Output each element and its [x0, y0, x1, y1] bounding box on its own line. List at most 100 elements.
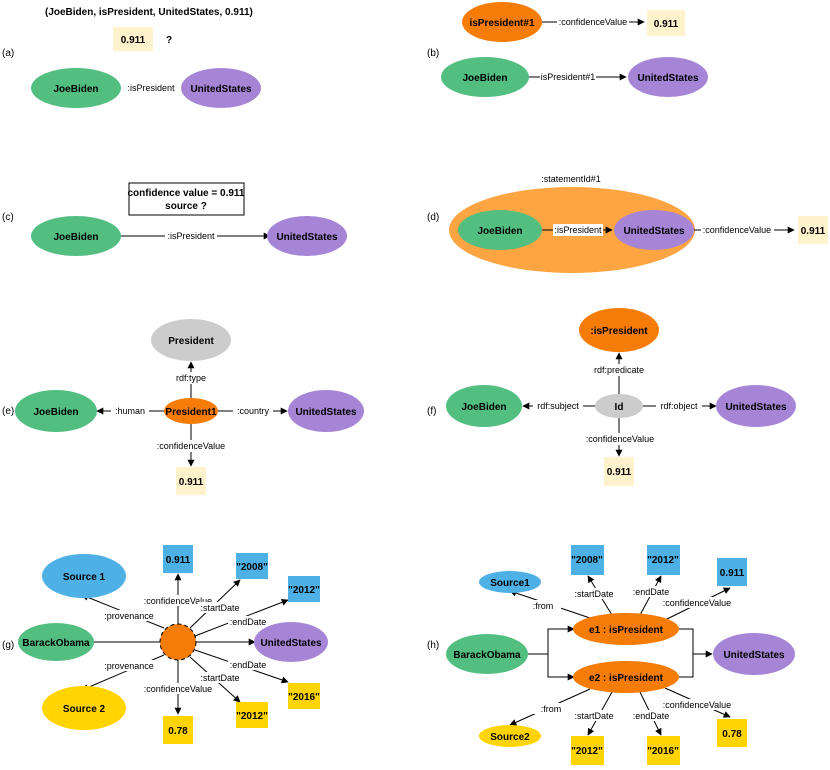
h-node-source1 [479, 571, 541, 593]
g-value1-box [163, 545, 193, 573]
g-enddate-label-1: :endDate [230, 617, 267, 627]
a-node-joebiden-label: JoeBiden [53, 84, 98, 95]
e-human-label: :human [115, 406, 145, 416]
h-from-label-2: :from [541, 704, 562, 714]
h-enddate-label-2: :endDate [633, 711, 670, 721]
panel-b: (b) :confidenceValue isPresident#1 0.911… [427, 2, 708, 97]
h-value2-text: 0.78 [722, 729, 742, 740]
e-node-president1-label: President1 [165, 407, 217, 418]
e-node-joebiden-label: JoeBiden [33, 407, 78, 418]
panel-label-g: (g) [2, 640, 14, 651]
g-confidence-label-2: :confidenceValue [144, 684, 212, 694]
f-node-unitedstates [716, 385, 796, 427]
h-node-e1 [573, 613, 679, 645]
panel-a: (a) (JoeBiden, isPresident, UnitedStates… [2, 7, 261, 108]
b-value-text: 0.911 [654, 19, 679, 30]
h-node-e2 [573, 661, 679, 693]
f-node-ispresident-label: :isPresident [590, 326, 648, 337]
a-node-unitedstates [181, 68, 261, 108]
h-end1-box [647, 545, 680, 575]
f-value-box [604, 457, 634, 486]
b-predicate-label: isPresident#1 [541, 72, 596, 82]
g-value2-text: 0.78 [168, 726, 188, 737]
h-value2-box [717, 719, 747, 747]
f-value-text: 0.911 [607, 467, 632, 478]
g-value2-box [163, 716, 193, 744]
b-confidence-label: :confidenceValue [559, 17, 627, 27]
h-edge-subject-e2 [547, 654, 575, 681]
e-node-joebiden [15, 390, 97, 432]
f-object-label: rdf:object [660, 401, 698, 411]
h-node-e2-label: e2 : isPresident [589, 673, 664, 684]
a-predicate-label: :isPresident [127, 83, 175, 93]
a-question-mark: ? [166, 35, 172, 46]
f-node-unitedstates-label: UnitedStates [725, 402, 787, 413]
h-node-barackobama-label: BarackObama [453, 650, 521, 661]
h-node-unitedstates-label: UnitedStates [723, 650, 785, 661]
e-node-president1 [164, 398, 218, 424]
h-node-e1-label: e1 : isPresident [589, 625, 664, 636]
h-start1-text: "2008" [571, 555, 603, 566]
g-start1-box [236, 553, 268, 579]
b-node-joebiden [441, 57, 529, 97]
g-node-barackobama [18, 623, 94, 661]
panel-label-h: (h) [427, 640, 439, 651]
f-node-joebiden-label: JoeBiden [461, 402, 506, 413]
g-start2-text: "2012" [236, 711, 268, 722]
e-node-unitedstates [288, 390, 364, 432]
g-value1-text: 0.911 [166, 555, 191, 566]
h-startdate-label-1: :startDate [574, 589, 613, 599]
d-node-joebiden-label: JoeBiden [477, 226, 522, 237]
b-value-box [647, 10, 685, 36]
h-start1-box [571, 545, 604, 575]
g-node-source1-label: Source 1 [63, 572, 106, 583]
panel-label-b: (b) [427, 48, 439, 59]
b-node-unitedstates [628, 57, 708, 97]
d-predicate-label: :isPresident [554, 225, 602, 235]
f-node-id-label: Id [615, 402, 624, 413]
g-end2-text: "2016" [288, 692, 320, 703]
d-value-text: 0.911 [801, 226, 826, 237]
panel-d: (d) :statementId#1 :confidenceValue 0.91… [427, 174, 828, 273]
g-end1-text: "2012" [288, 585, 320, 596]
g-enddate-label-2: :endDate [230, 660, 267, 670]
f-node-id [595, 394, 643, 418]
f-predicate-label: rdf:predicate [594, 365, 644, 375]
panel-g: (g) :provenance :provenance :confidenceV… [2, 545, 328, 744]
g-node-source2 [42, 686, 126, 730]
a-value-text: 0.911 [121, 35, 146, 46]
g-provenance-label-2: :provenance [104, 661, 154, 671]
h-node-source1-label: Source1 [490, 578, 530, 589]
g-start1-text: "2008" [236, 562, 268, 573]
h-edge-object-e2 [678, 654, 694, 678]
h-value1-text: 0.911 [720, 568, 745, 579]
h-from-label-1: :from [533, 601, 554, 611]
b-node-unitedstates-label: UnitedStates [637, 73, 699, 84]
f-node-joebiden [446, 385, 522, 427]
h-confidence-label-2: :confidenceValue [663, 700, 731, 710]
h-confidence-label-1: :confidenceValue [663, 598, 731, 608]
panel-label-a: (a) [2, 48, 14, 59]
g-startdate-label-2: :startDate [200, 673, 239, 683]
c-note-line2: source ? [165, 201, 207, 212]
f-confidence-label: :confidenceValue [586, 434, 654, 444]
d-node-unitedstates [614, 210, 694, 250]
c-node-unitedstates-label: UnitedStates [276, 232, 338, 243]
e-node-unitedstates-label: UnitedStates [295, 407, 357, 418]
g-startdate-label-1: :startDate [200, 603, 239, 613]
c-note-box [128, 182, 245, 216]
g-provenance-label-1: :provenance [104, 611, 154, 621]
h-node-barackobama [446, 634, 528, 674]
c-note-line1: confidence value = 0.911 [127, 188, 244, 199]
e-node-president-label: President [168, 336, 214, 347]
b-node-joebiden-label: JoeBiden [462, 73, 507, 84]
c-node-joebiden [31, 216, 121, 256]
panel-label-c: (c) [2, 212, 14, 223]
a-triple-text: (JoeBiden, isPresident, UnitedStates, 0.… [45, 7, 253, 18]
h-start2-text: "2012" [571, 746, 603, 757]
h-node-unitedstates [713, 633, 795, 675]
d-confidence-label: :confidenceValue [703, 225, 771, 235]
c-node-joebiden-label: JoeBiden [53, 232, 98, 243]
g-node-source1 [42, 554, 126, 598]
